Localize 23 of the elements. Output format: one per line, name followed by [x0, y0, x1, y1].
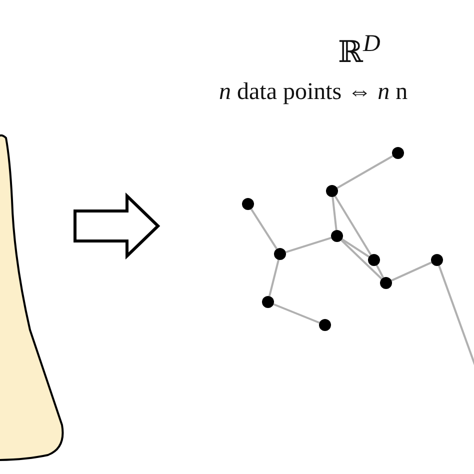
graph-edge [273, 303, 320, 324]
graph-edge [391, 262, 432, 282]
data-point [274, 248, 286, 260]
data-point [319, 319, 331, 331]
graph-edge [332, 196, 338, 230]
data-point [368, 254, 380, 266]
graph-edge [250, 208, 278, 250]
data-point [331, 230, 343, 242]
data-point [326, 185, 338, 197]
graph-edge [336, 155, 394, 189]
data-point [392, 147, 404, 159]
subtitle-text: n data points ⇔ n n [219, 78, 408, 107]
graph-edge [334, 196, 372, 256]
data-point [431, 254, 443, 266]
data-point [380, 277, 392, 289]
graph-edge [268, 260, 280, 296]
graph-edge [342, 238, 370, 258]
data-point [242, 198, 254, 210]
graph-edge [376, 264, 384, 278]
data-point [262, 296, 274, 308]
graph-edge [285, 236, 332, 254]
space-heading: ℝ$^{D}$ [338, 30, 380, 71]
graph-edge [340, 239, 382, 280]
